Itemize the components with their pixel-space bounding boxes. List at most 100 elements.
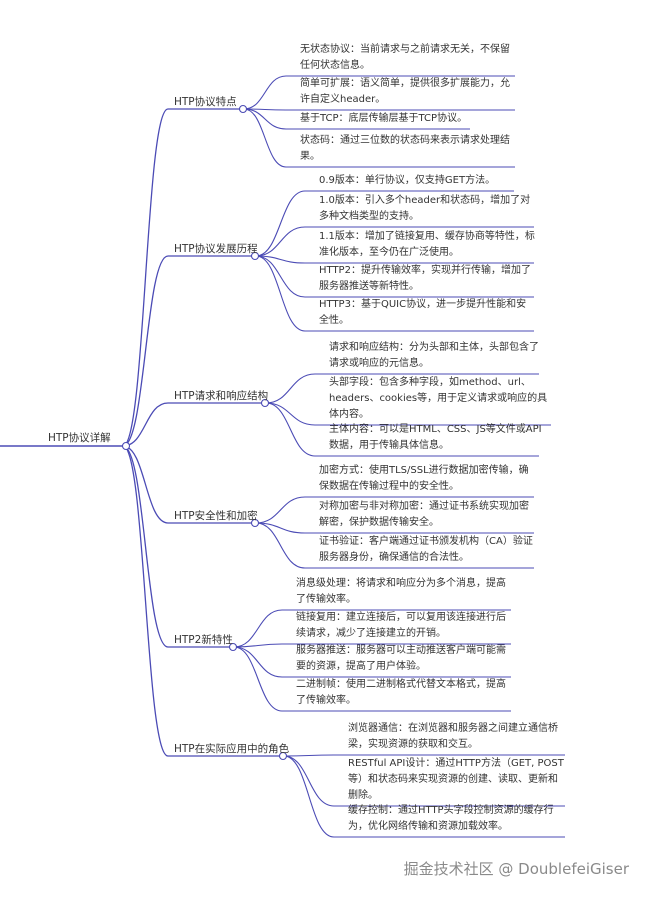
node-connector xyxy=(250,518,260,528)
branch-leaf-edge xyxy=(265,402,316,457)
node-connector xyxy=(250,251,260,261)
leaf-node: HTTP2：提升传输效率，实现并行传输，增加了服务器推送等新特性。 xyxy=(319,263,544,295)
branch-leaf-edge xyxy=(255,496,306,524)
leaf-node: 0.9版本：单行协议，仅支持GET方法。 xyxy=(319,173,524,189)
node-connector xyxy=(121,441,131,451)
leaf-text-line: 数据，用于传输具体信息。 xyxy=(329,440,449,451)
branch-leaf-edge xyxy=(265,373,316,404)
root-branch-edge xyxy=(122,445,169,524)
leaf-node: 基于TCP：底层传输层基于TCP协议。 xyxy=(300,111,480,127)
branch-leaf-edge xyxy=(265,402,316,426)
leaf-text-line: 消息级处理：将请求和响应分为多个消息，提高 xyxy=(296,578,506,589)
branch-leaf-edge xyxy=(233,646,283,712)
leaf-text-line: RESTful API设计：通过HTTP方法（GET, POST xyxy=(348,758,564,769)
leaf-text-line: 加密方式：使用TLS/SSL进行数据加密传输，确 xyxy=(319,465,529,476)
branch-leaf-edge xyxy=(243,75,287,110)
root-branch-edge xyxy=(122,445,169,757)
leaf-node: 浏览器通信：在浏览器和服务器之间建立通信桥梁，实现资源的获取和交互。 xyxy=(348,721,575,753)
branch-leaf-edge xyxy=(255,522,306,569)
leaf-node: 1.1版本：增加了链接复用、缓存协商等特性，标准化版本，至今仍在广泛使用。 xyxy=(319,229,544,261)
root-branch-edge xyxy=(122,108,169,447)
root-branch-edge xyxy=(122,255,169,447)
leaf-text-line: 删除。 xyxy=(348,790,378,801)
branch-leaf-edge xyxy=(255,255,306,298)
node-connector xyxy=(228,642,238,652)
leaf-text-line: 对称加密与非对称加密：通过证书系统实现加密 xyxy=(319,501,529,512)
node-connector xyxy=(278,751,288,761)
leaf-text-line: 了传输效率。 xyxy=(296,695,356,706)
leaf-node: RESTful API设计：通过HTTP方法（GET, POST 等）和状态码来实… xyxy=(348,756,575,804)
leaf-text-line: 基于TCP：底层传输层基于TCP协议。 xyxy=(300,113,468,124)
leaf-node: 缓存控制：通过HTTP头字段控制资源的缓存行为，优化网络传输和资源加载效率。 xyxy=(348,803,575,835)
leaf-node: 简单可扩展：语义简单，提供很多扩展能力，允许自定义header。 xyxy=(300,76,525,108)
leaf-text-line: headers、cookies等，用于定义请求或响应的具 xyxy=(329,393,548,404)
branch-node: HTP安全性和加密 xyxy=(174,510,258,522)
leaf-text-line: 服务器推送：服务器可以主动推送客户端可能需 xyxy=(296,645,506,656)
branch-leaf-edge xyxy=(233,643,283,648)
leaf-node: 服务器推送：服务器可以主动推送客户端可能需要的资源，提高了用户体验。 xyxy=(296,643,521,675)
leaf-node: 链接复用：建立连接后，可以复用该连接进行后续请求，减少了连接建立的开销。 xyxy=(296,610,521,642)
leaf-text-line: 体内容。 xyxy=(329,409,369,420)
leaf-text-line: 主体内容：可以是HTML、CSS、JS等文件或API xyxy=(329,424,542,435)
leaf-text-line: 了传输效率。 xyxy=(296,594,356,605)
leaf-node: 头部字段：包含多种字段，如method、url、 headers、cookies等… xyxy=(329,375,561,423)
branch-leaf-edge xyxy=(255,190,306,257)
watermark: 掘金技术社区 @ DoublefeiGiser xyxy=(403,860,629,878)
leaf-text-line: 浏览器通信：在浏览器和服务器之间建立通信桥 xyxy=(348,723,558,734)
leaf-text-line: 无状态协议：当前请求与之前请求无关，不保留 xyxy=(300,44,510,55)
leaf-text-line: 果。 xyxy=(300,151,320,162)
branch-node: HTP协议发展历程 xyxy=(174,243,258,255)
leaf-text-line: 为，优化网络传输和资源加载效率。 xyxy=(348,821,508,832)
branch-leaf-edge xyxy=(255,255,306,332)
leaf-text-line: 缓存控制：通过HTTP头字段控制资源的缓存行 xyxy=(348,805,554,816)
node-connector xyxy=(260,398,270,408)
leaf-text-line: HTTP3：基于QUIC协议，进一步提升性能和安 xyxy=(319,299,527,310)
leaf-node: 请求和响应结构：分为头部和主体，头部包含了请求或响应的元信息。 xyxy=(329,340,549,372)
leaf-node: 对称加密与非对称加密：通过证书系统实现加密解密，保护数据传输安全。 xyxy=(319,499,544,531)
branch-node: HTP在实际应用中的角色 xyxy=(174,743,290,755)
leaf-text-line: 许自定义header。 xyxy=(300,94,386,105)
branch-leaf-edge xyxy=(283,755,335,838)
leaf-text-line: 请求和响应结构：分为头部和主体，头部包含了 xyxy=(329,342,539,353)
leaf-text-line: 任何状态信息。 xyxy=(300,60,370,71)
branch-leaf-edge xyxy=(233,646,283,678)
leaf-node: 证书验证：客户端通过证书颁发机构（CA）验证服务器身份，确保通信的合法性。 xyxy=(319,534,544,566)
leaf-text-line: 请求或响应的元信息。 xyxy=(329,358,429,369)
branch-leaf-edge xyxy=(283,755,335,807)
leaf-text-line: 二进制帧：使用二进制格式代替文本格式，提高 xyxy=(296,679,506,690)
branch-node: HTP请求和响应结构 xyxy=(174,390,269,402)
branch-node: HTP协议特点 xyxy=(174,96,237,108)
leaf-text-line: HTTP2：提升传输效率，实现并行传输，增加了 xyxy=(319,265,531,276)
leaf-text-line: 状态码：通过三位数的状态码来表示请求处理结 xyxy=(300,135,510,146)
node-connector xyxy=(238,104,248,114)
branch-leaf-edge xyxy=(243,108,287,168)
leaf-text-line: 全性。 xyxy=(319,315,349,326)
leaf-text-line: 多种文档类型的支持。 xyxy=(319,211,419,222)
leaf-node: 加密方式：使用TLS/SSL进行数据加密传输，确保数据在传输过程中的安全性。 xyxy=(319,463,544,495)
leaf-text-line: 等）和状态码来实现资源的创建、读取、更新和 xyxy=(348,774,558,785)
leaf-node: 消息级处理：将请求和响应分为多个消息，提高了传输效率。 xyxy=(296,576,521,608)
leaf-text-line: 简单可扩展：语义简单，提供很多扩展能力，允 xyxy=(300,78,510,89)
leaf-text-line: 要的资源，提高了用户体验。 xyxy=(296,661,426,672)
branch-leaf-edge xyxy=(255,226,306,257)
branch-leaf-edge xyxy=(243,108,287,130)
branch-leaf-edge xyxy=(283,754,335,757)
leaf-node: 1.0版本：引入多个header和状态码，增加了对多种文档类型的支持。 xyxy=(319,193,544,225)
leaf-text-line: 1.0版本：引入多个header和状态码，增加了对 xyxy=(319,195,531,206)
leaf-text-line: 0.9版本：单行协议，仅支持GET方法。 xyxy=(319,175,496,186)
leaf-text-line: 梁，实现资源的获取和交互。 xyxy=(348,739,478,750)
leaf-text-line: 续请求，减少了连接建立的开销。 xyxy=(296,628,446,639)
leaf-text-line: 服务器推送等新特性。 xyxy=(319,281,419,292)
leaf-text-line: 链接复用：建立连接后，可以复用该连接进行后 xyxy=(296,612,506,623)
leaf-text-line: 证书验证：客户端通过证书颁发机构（CA）验证 xyxy=(319,536,533,547)
leaf-node: 无状态协议：当前请求与之前请求无关，不保留任何状态信息。 xyxy=(300,42,525,74)
leaf-text-line: 头部字段：包含多种字段，如method、url、 xyxy=(329,377,531,388)
root-branch-edge xyxy=(122,445,169,648)
branch-leaf-edge xyxy=(233,609,283,648)
leaf-text-line: 准化版本，至今仍在广泛使用。 xyxy=(319,247,459,258)
leaf-node: HTTP3：基于QUIC协议，进一步提升性能和安全性。 xyxy=(319,297,544,329)
leaf-text-line: 1.1版本：增加了链接复用、缓存协商等特性，标 xyxy=(319,231,535,242)
root-node: HTP协议详解 xyxy=(48,432,111,444)
leaf-node: 状态码：通过三位数的状态码来表示请求处理结果。 xyxy=(300,133,525,165)
